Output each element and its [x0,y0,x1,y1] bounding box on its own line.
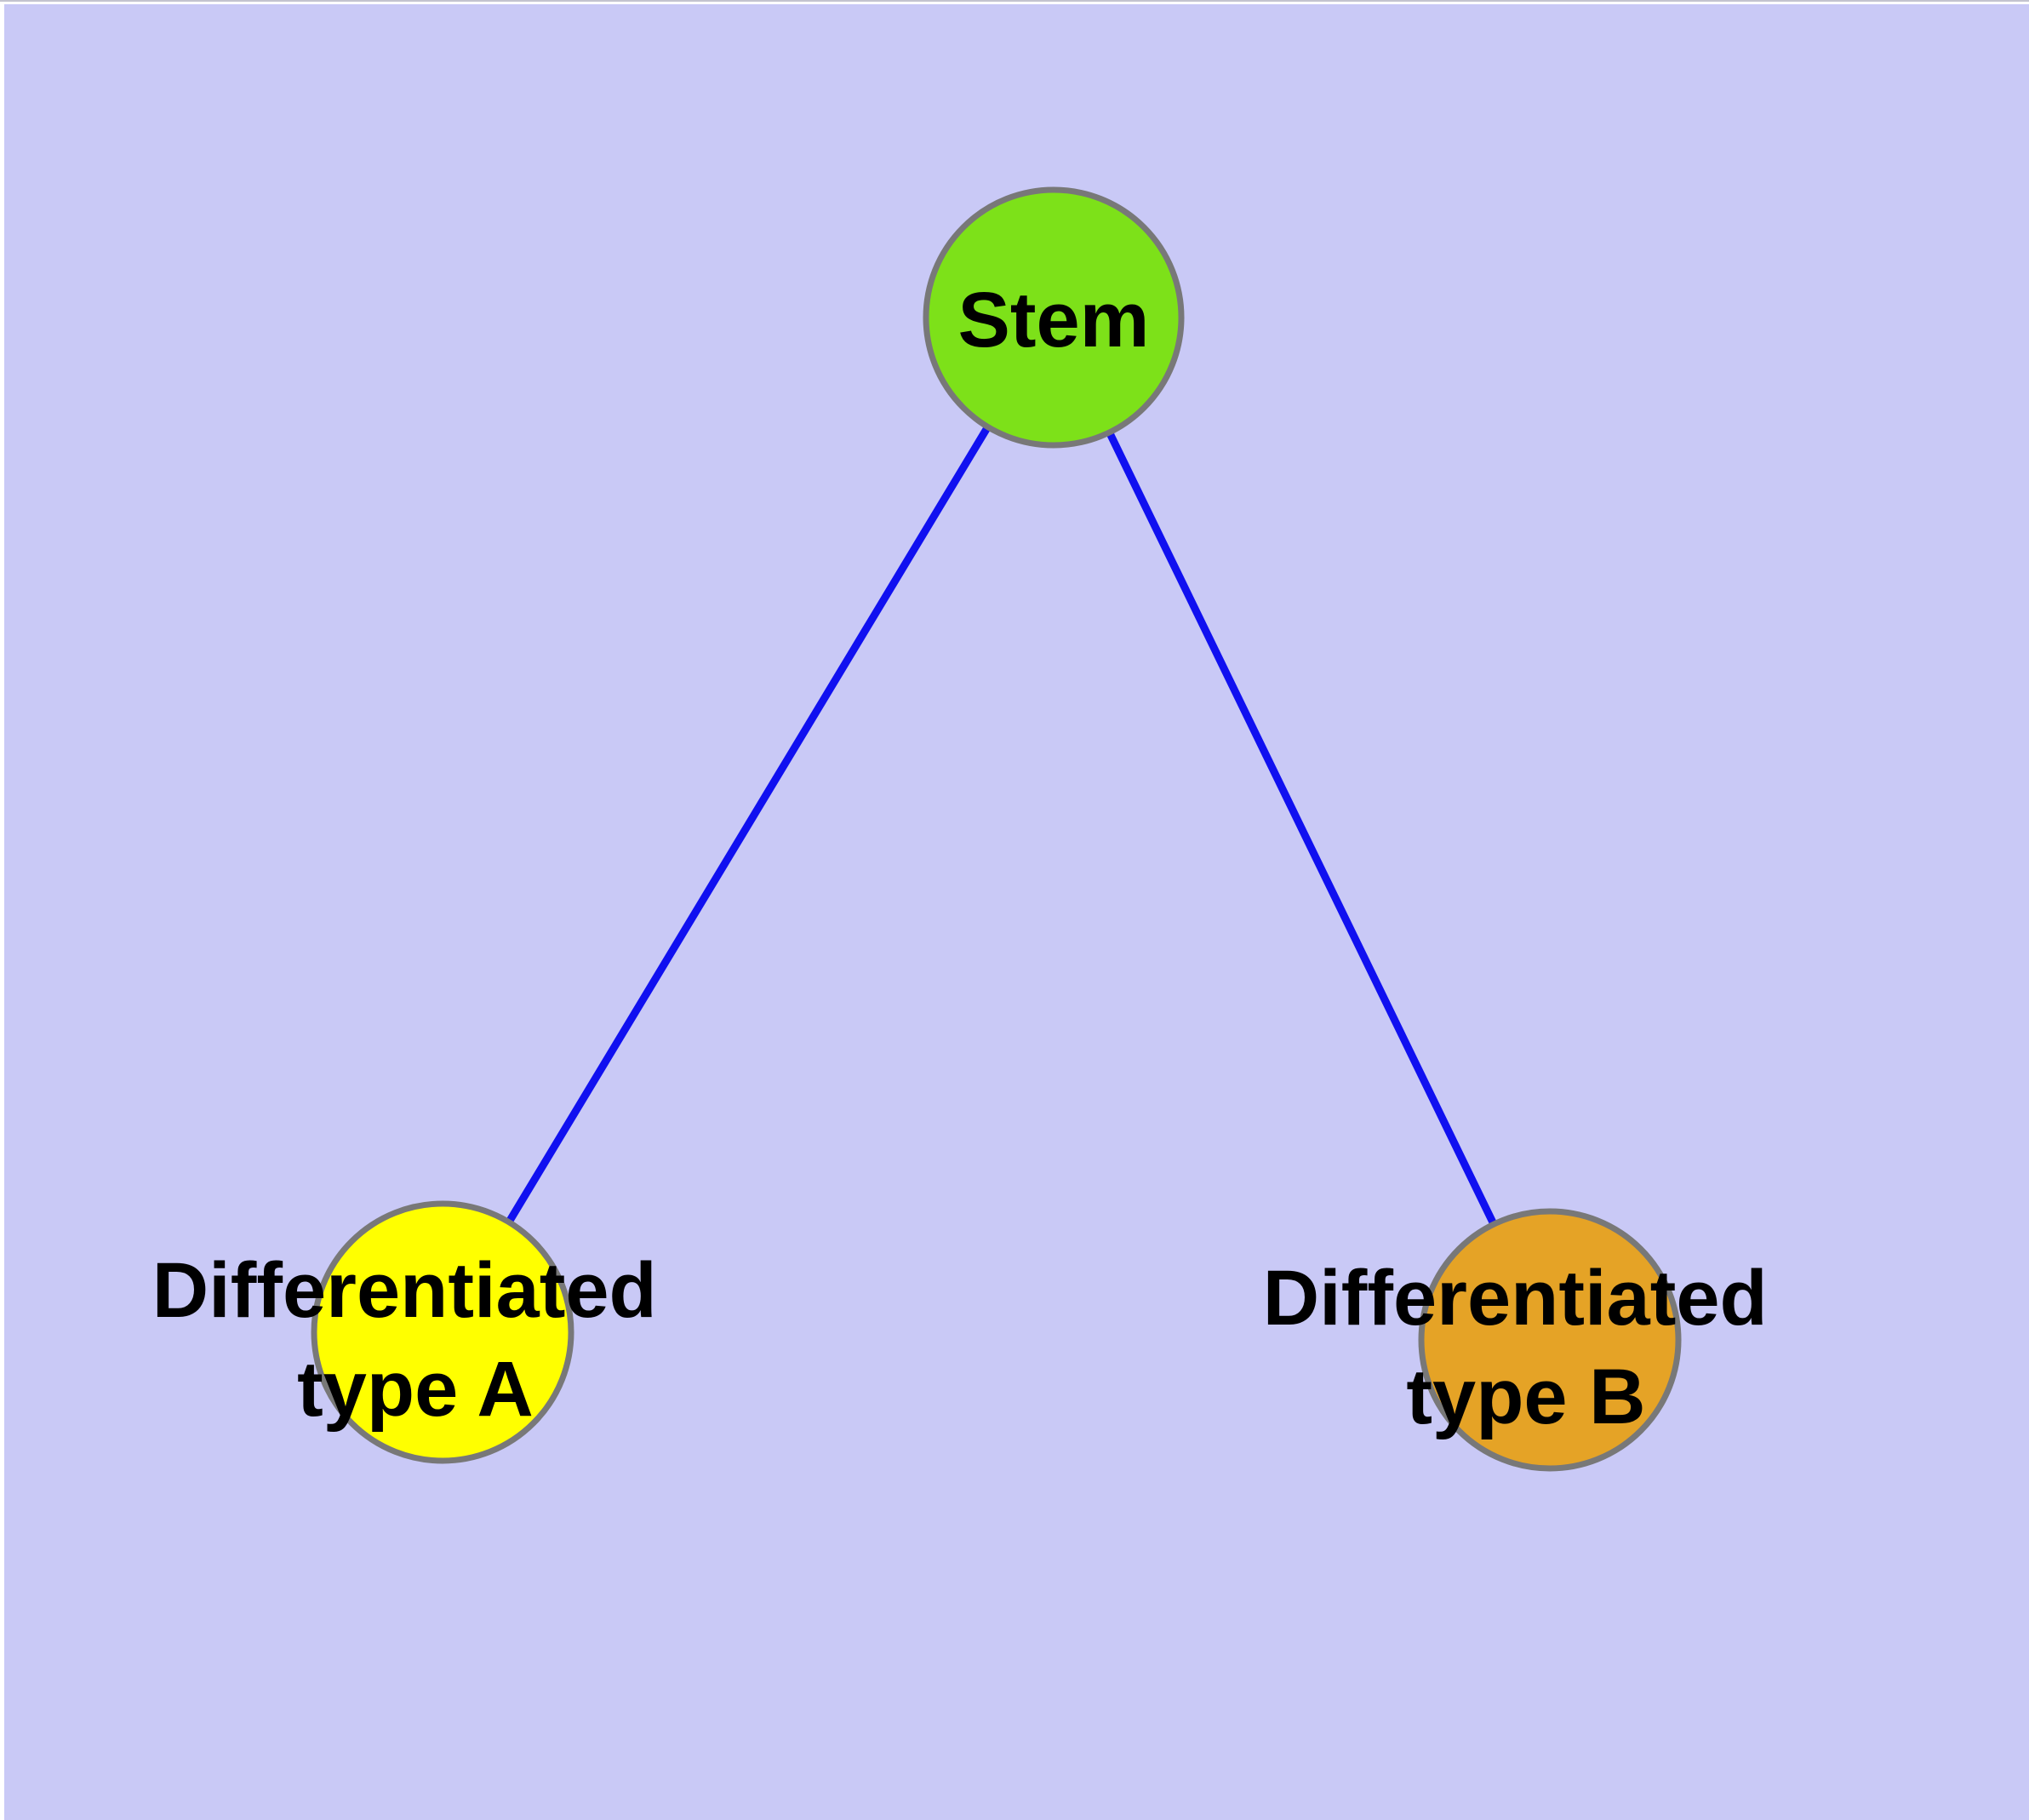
edge-stem-to-type-a [438,313,1058,1336]
node-type-b-label: Differentiated type B [1263,1255,1790,1440]
node-type-b-label-line1: Differentiated [1263,1255,1768,1342]
node-type-a-label-line1: Differentiated [152,1247,657,1334]
top-edge-line [0,0,2029,2]
top-margin-strip [0,0,2029,4]
node-differentiated-type-b [1418,1208,1682,1472]
node-type-a-label: Differentiated type A [152,1247,679,1433]
node-stem-label: Stem [958,277,1150,363]
left-margin-strip [0,0,4,1820]
node-type-b-label-line2: type B [1406,1354,1645,1440]
node-differentiated-type-a [311,1200,574,1464]
node-type-a-label-line2: type A [297,1346,534,1433]
node-stem [923,186,1185,449]
edge-stem-to-type-b [1049,313,1554,1344]
